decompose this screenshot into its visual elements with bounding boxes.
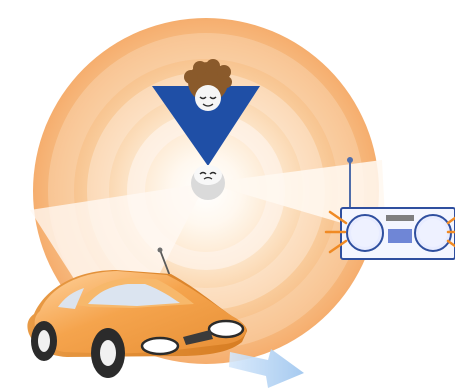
person-face: [195, 85, 221, 111]
car-headlight-right: [209, 321, 243, 337]
controller-screen-bar: [386, 215, 414, 221]
controller-center-button: [388, 229, 412, 243]
car-headlight-left: [142, 338, 178, 354]
arrow-icon: [229, 349, 304, 388]
